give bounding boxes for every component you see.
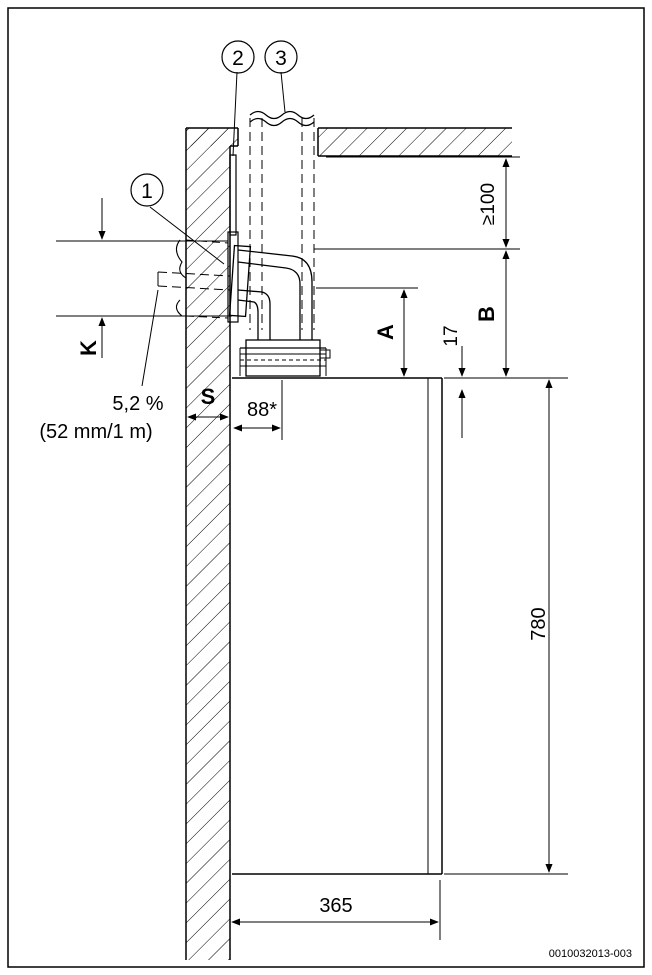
slope-ratio-label: (52 mm/1 m) — [39, 421, 152, 443]
slope-leader — [141, 289, 159, 387]
callout-2-leader — [232, 71, 238, 157]
dim-780-label: 780 — [528, 607, 550, 640]
ceiling — [186, 127, 512, 157]
figure-border — [7, 7, 645, 968]
dimension-arrows — [98, 158, 553, 926]
callout-1-number: 1 — [141, 180, 153, 203]
callout-3-leader — [280, 71, 286, 113]
vertical-flue — [249, 110, 315, 330]
callout-2: 2 — [221, 40, 255, 74]
callout-1: 1 — [130, 173, 164, 207]
dim-88-label: 88* — [247, 399, 277, 421]
dim-B-label: B — [474, 306, 499, 322]
slope-percent-label: 5,2 % — [112, 393, 163, 415]
horizontal-flue-elbow — [228, 244, 313, 340]
dim-17-label: 17 — [441, 325, 462, 346]
dim-365-label: 365 — [319, 895, 352, 917]
dim-S-label: S — [201, 384, 216, 409]
reference-lines — [56, 156, 568, 940]
boiler-connector — [239, 339, 331, 377]
callout-3: 3 — [264, 40, 298, 74]
dim-A-label: A — [373, 324, 398, 340]
callout-1-leader — [149, 206, 225, 265]
figure-code: 0010032013-003 — [549, 948, 632, 960]
wall — [185, 128, 231, 960]
callout-2-number: 2 — [232, 47, 244, 70]
boiler-casing — [232, 377, 443, 875]
dim-min-clearance-label: ≥100 — [478, 183, 499, 225]
callout-3-number: 3 — [275, 47, 287, 70]
dim-K-label: K — [76, 340, 101, 356]
